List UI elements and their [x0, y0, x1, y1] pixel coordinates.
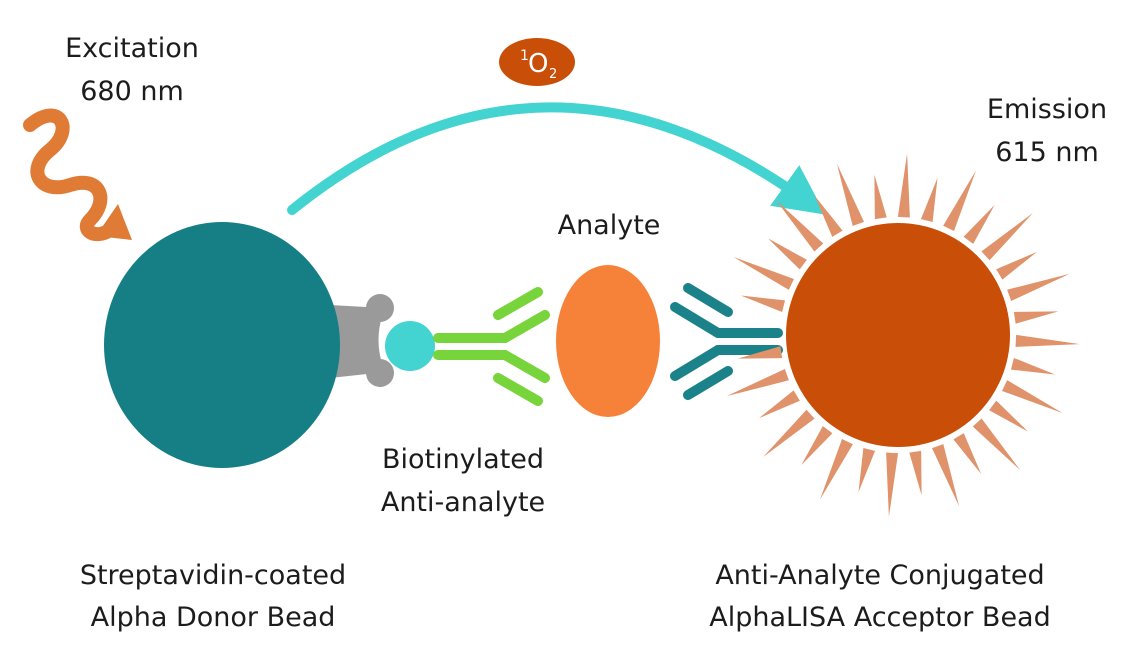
emission-ray [740, 295, 786, 313]
emission-ray [763, 409, 815, 458]
emission-ray [726, 369, 789, 397]
emission-label: Emission [987, 94, 1107, 125]
acceptor-antibody-arm-upper-inner [670, 302, 723, 338]
streptavidin-lobe-bottom [366, 359, 394, 387]
antibody-arm-upper-inner [500, 310, 550, 343]
emission-ray [989, 400, 1029, 432]
analyte-label: Analyte [558, 210, 661, 241]
analyte [556, 265, 660, 417]
acceptor-antibody [670, 283, 783, 400]
biotin [385, 321, 435, 371]
acceptor-antibody-arm-lower-inner [670, 345, 723, 381]
acceptor-bead-label-line1: Anti-Analyte Conjugated [715, 560, 1044, 591]
emission-ray [1010, 357, 1056, 375]
emission-ray [767, 238, 807, 270]
singlet-oxygen-base: O [528, 49, 548, 79]
emission-wavelength: 615 nm [995, 137, 1099, 168]
streptavidin-lobe-top [366, 294, 394, 322]
excitation-wave-path [23, 108, 117, 242]
emission-ray [758, 390, 800, 419]
emission-ray [972, 418, 1021, 470]
biotinylated-antibody [433, 287, 550, 406]
excitation-wave-icon [23, 108, 132, 242]
excitation-label: Excitation [65, 33, 199, 64]
singlet-oxygen-badge: 1 O 2 [499, 38, 575, 86]
emission-ray [1013, 311, 1059, 324]
singlet-oxygen-sup: 1 [520, 48, 529, 64]
acceptor-emission-rays [726, 153, 1080, 517]
singlet-oxygen-sub: 2 [549, 67, 557, 82]
emission-ray [733, 257, 794, 290]
emission-ray [775, 200, 824, 252]
biotinylated-label-line1: Biotinylated [382, 444, 544, 475]
antibody-arm-upper-outer [493, 287, 543, 320]
emission-ray [909, 450, 922, 496]
streptavidin-shape [330, 305, 385, 378]
acceptor-antibody-arm-upper-outer [683, 283, 733, 317]
donor-bead [104, 222, 340, 468]
singlet-oxygen-transfer-arrow [287, 102, 826, 215]
acceptor-bead-label-line2: AlphaLISA Acceptor Bead [709, 602, 1051, 633]
emission-ray [874, 174, 887, 220]
emission-ray [886, 452, 899, 517]
acceptor-antibody-arm-lower-outer [683, 366, 733, 400]
antibody-arm-lower-inner [500, 350, 550, 383]
emission-ray [996, 251, 1038, 280]
emission-ray [814, 195, 843, 237]
donor-bead-label-line1: Streptavidin-coated [80, 560, 346, 591]
emission-ray [820, 439, 853, 500]
emission-ray [858, 447, 876, 493]
acceptor-bead [786, 223, 1010, 447]
excitation-wavelength: 680 nm [80, 76, 184, 107]
emission-ray [801, 426, 833, 466]
emission-ray [920, 177, 938, 223]
emission-ray [836, 163, 864, 226]
emission-ray [981, 212, 1033, 261]
emission-ray [1015, 334, 1080, 347]
singlet-oxygen-badge-bg [499, 38, 575, 86]
emission-ray [943, 170, 976, 231]
emission-ray [932, 444, 960, 507]
excitation-arrowhead [96, 204, 132, 240]
antibody-arm-lower-outer [493, 373, 543, 406]
donor-bead-label-line2: Alpha Donor Bead [91, 602, 336, 633]
biotinylated-label-line2: Anti-analyte [381, 487, 545, 518]
emission-ray [963, 204, 995, 244]
emission-ray [953, 433, 982, 475]
emission-ray [1002, 380, 1063, 413]
emission-ray [1007, 273, 1070, 301]
emission-ray [737, 346, 783, 359]
emission-ray [897, 153, 910, 218]
